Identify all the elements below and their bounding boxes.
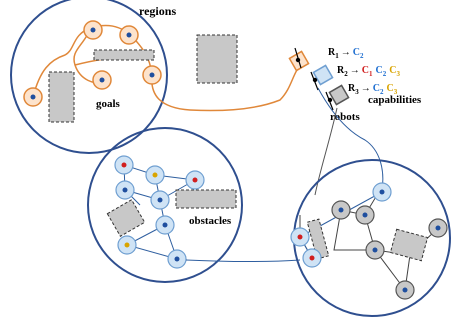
goals-label: goals [96,98,121,110]
robot-label: R [348,83,356,94]
cap-label: C [362,65,369,76]
graph-node [290,227,310,247]
cap-label: C [373,83,380,94]
cap-index: 2 [360,52,364,60]
graph-node [395,280,415,300]
cap-label: C [375,65,382,76]
cap-index: 3 [394,88,398,96]
robot-r1 [288,47,310,72]
capability-row-r1: R1→C2 [328,47,364,60]
robot-r3 [325,84,350,111]
robot-label: R [337,65,345,76]
graph-node [372,182,392,202]
graph-node [117,235,137,255]
goal-node [142,65,162,85]
cap-label: C [386,83,393,94]
cap-index: 3 [396,70,400,78]
cap-index: 2 [383,70,387,78]
graph-node [355,205,375,225]
robot-index: 1 [335,52,339,60]
arrow: → [361,83,371,94]
obstacle-rect [389,228,429,262]
obstacle-rect [196,34,238,84]
graph-node [155,215,175,235]
graph-node [145,165,165,185]
obstacle-rect [48,71,75,123]
cap-label: C [389,65,396,76]
region-circle-top-left [10,0,168,154]
graph-node [365,240,385,260]
graph-node [428,218,448,238]
orange-path-to-robot [151,69,298,112]
goal-node [23,87,43,107]
graph-node [115,180,135,200]
cap-label: C [353,47,360,58]
robot-index: 2 [344,70,348,78]
graph-node [167,249,187,269]
arrow: → [341,47,351,58]
obstacle-rect [306,218,330,260]
cap-index: 2 [380,88,384,96]
obstacles-label: obstacles [189,215,232,227]
capabilities-label: capabilities [368,94,422,106]
robot-index: 3 [355,88,359,96]
obstacle-rect [106,199,146,237]
gray-path-to-lower-right [314,107,338,196]
obstacle-rect [175,189,237,209]
goal-node [83,20,103,40]
regions-label: regions [139,4,176,18]
robot-r2 [310,64,334,91]
cap-index: 1 [369,70,373,78]
goal-node [92,70,112,90]
orange-path-top-left [32,24,153,98]
goal-node [119,25,139,45]
blue-path-to-lower-right [317,87,384,191]
link-between-regions [185,259,301,262]
robots-label: robots [330,111,360,123]
graph-node [302,248,322,268]
graph-node [331,200,351,220]
robot-label: R [328,47,336,58]
graph-node [114,155,134,175]
graph-node [150,190,170,210]
arrow: → [350,65,360,76]
region-circle-bottom-left [87,127,243,283]
graph-node [185,170,205,190]
obstacle-rect [93,49,155,61]
